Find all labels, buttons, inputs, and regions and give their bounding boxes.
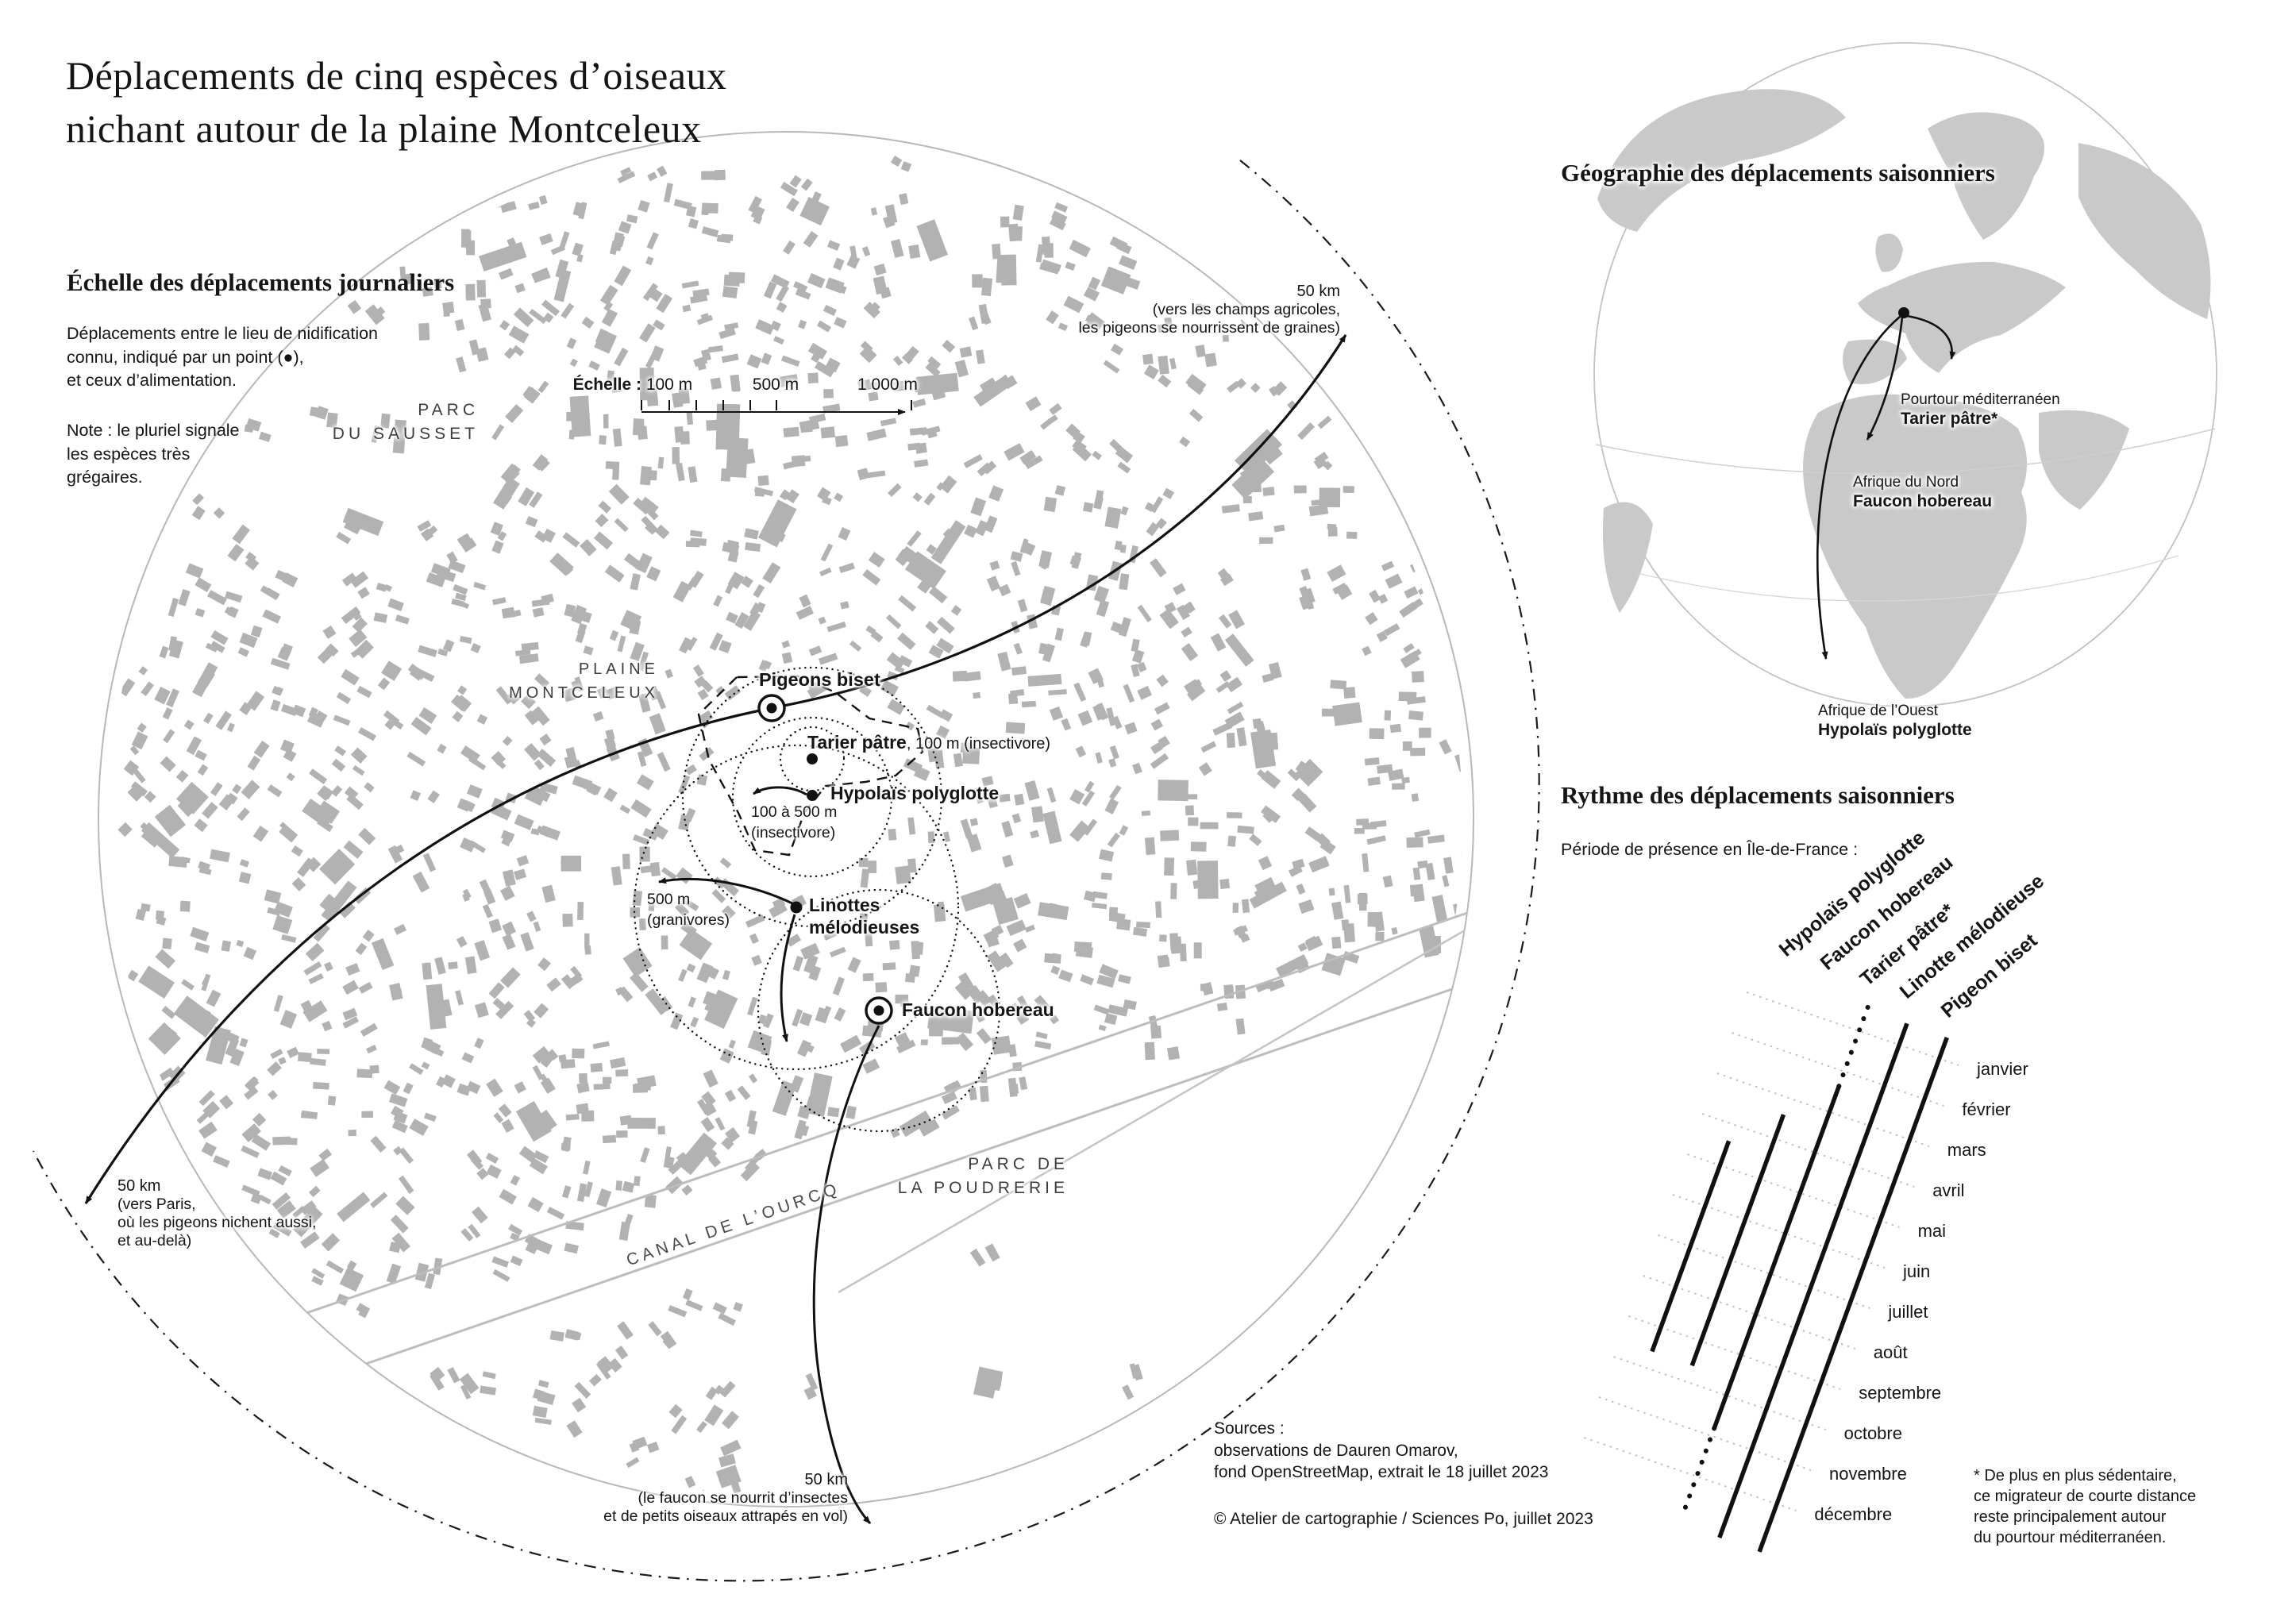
- dist-50km-paris: 50 km (vers Paris, où les pigeons nichen…: [117, 1177, 317, 1249]
- rhythm-subheading: Période de présence en Île-de-France :: [1561, 840, 1859, 859]
- chart-month-gridlines: [1584, 991, 1959, 1511]
- geography-heading: Géographie des déplacements saisonniers: [1561, 159, 1995, 187]
- daily-section-note: Note : le pluriel signale les espèces tr…: [67, 421, 240, 487]
- hypolais-range-arrow: [753, 786, 807, 796]
- linotte-down-arrow: [780, 914, 796, 1042]
- label-parc-poudrerie: PARC DE LA POUDRERIE: [897, 1155, 1069, 1197]
- arrow-mediterranee: [1906, 314, 1956, 360]
- month-label-juillet: juillet: [1888, 1302, 1928, 1322]
- dest-afrique-ouest: Afrique de l’Ouest Hypolaïs polyglotte: [1818, 703, 1972, 739]
- linotte-nest-icon: [790, 901, 803, 914]
- origin-dot-ile-de-france: [1898, 307, 1909, 318]
- month-label-septembre: septembre: [1859, 1383, 1942, 1403]
- range-500: 500 m (granivores): [647, 891, 730, 929]
- month-label-août: août: [1873, 1342, 1908, 1362]
- daily-section-intro: Déplacements entre le lieu de nidificati…: [67, 324, 379, 390]
- globe: [1593, 42, 2217, 707]
- month-label-décembre: décembre: [1814, 1504, 1893, 1524]
- month-label-janvier: janvier: [1977, 1059, 2028, 1079]
- label-faucon-hobereau: Faucon hobereau: [902, 999, 1054, 1020]
- month-label-mars: mars: [1947, 1140, 1986, 1160]
- ring-50km: [33, 160, 1540, 1582]
- range-100-500: 100 à 500 m (insectivore): [751, 803, 838, 841]
- label-hypolais-polyglotte: Hypolaïs polyglotte: [830, 783, 1000, 803]
- label-pigeons-biset: Pigeons biset: [759, 669, 880, 690]
- month-label-février: février: [1962, 1099, 2011, 1119]
- tarier-nest-icon: [807, 753, 818, 764]
- label-linottes-melodieuses: Linottes mélodieuses: [809, 895, 920, 938]
- sources-block: Sources : observations de Dauren Omarov,…: [1214, 1419, 1549, 1481]
- scale-500m: 500 m: [752, 375, 799, 394]
- month-label-juin: juin: [1903, 1261, 1931, 1281]
- month-label-novembre: novembre: [1829, 1464, 1907, 1484]
- arrow-afrique-ouest: [1816, 316, 1901, 660]
- label-parc-sausset: PARC DU SAUSSET: [332, 401, 479, 443]
- dest-mediterranee: Pourtour méditerranéen Tarier pâtre*: [1901, 391, 2060, 428]
- dist-50km-champs: 50 km (vers les champs agricoles, les pi…: [1078, 283, 1340, 337]
- label-plaine-montceleux: PLAINE MONTCELEUX: [509, 660, 659, 702]
- month-label-mai: mai: [1917, 1221, 1947, 1241]
- rhythm-footnote: * De plus en plus sédentaire, ce migrate…: [1974, 1467, 2197, 1546]
- copyright: © Atelier de cartographie / Sciences Po,…: [1214, 1510, 1593, 1528]
- scale-bar: [641, 400, 912, 415]
- linotte-range-arrow: [658, 877, 793, 905]
- dest-afrique-nord: Afrique du Nord Faucon hobereau: [1853, 474, 1993, 510]
- dist-50km-faucon: 50 km (le faucon se nourrit d’insectes e…: [603, 1471, 848, 1525]
- scale-label: Échelle :: [572, 375, 641, 394]
- page-title: Déplacements de cinq espèces d’oiseaux n…: [66, 53, 727, 151]
- scale-100m: 100 m: [645, 375, 693, 394]
- faucon-50km-arrow: [812, 1025, 880, 1525]
- month-label-octobre: octobre: [1843, 1423, 1902, 1443]
- hypolais-nest-icon: [807, 790, 818, 801]
- month-label-avril: avril: [1932, 1180, 1965, 1200]
- nest-points: [757, 694, 893, 1025]
- label-tarier-patre: Tarier pâtre, 100 m (insectivore): [807, 732, 1051, 753]
- rhythm-heading: Rythme des déplacements saisonniers: [1561, 781, 1955, 809]
- chart-presence-bars: [1650, 1004, 1949, 1553]
- scale-1000m: 1 000 m: [857, 375, 918, 394]
- arrow-afrique-nord: [1866, 317, 1904, 441]
- daily-section-heading: Échelle des déplacements journaliers: [67, 268, 455, 296]
